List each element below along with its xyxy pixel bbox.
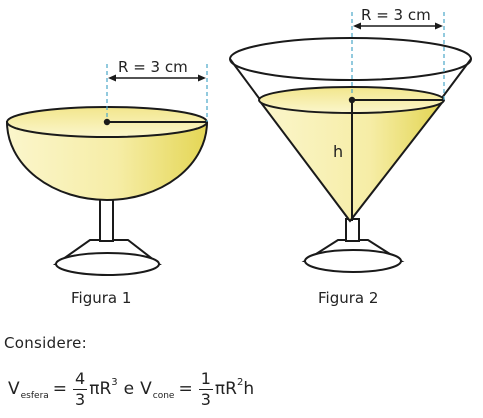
cone-exponent: 2 — [236, 376, 244, 388]
figure1-radius-label: R = 3 cm — [118, 58, 188, 76]
cone-pi-r: πR — [214, 379, 237, 399]
figure2-stem — [345, 218, 360, 242]
cone-numerator: 1 — [198, 368, 213, 390]
figure1-center-point — [103, 118, 111, 126]
cone-denominator: 3 — [200, 389, 211, 409]
figure2-arrowhead-right — [435, 22, 443, 30]
cone-equals: = — [178, 379, 193, 399]
figure1-base-bottom — [55, 252, 160, 276]
connector-e: e — [123, 379, 135, 399]
sphere-denominator: 3 — [75, 389, 86, 409]
sphere-pi-r: πR — [89, 379, 112, 399]
figure1-caption: Figura 1 — [71, 289, 132, 307]
figure1-glass: R = 3 cm — [5, 58, 209, 276]
figure2-height-label: h — [333, 142, 343, 161]
cone-fraction: 1 3 — [198, 368, 213, 409]
diagram: R = 3 cm h R = 3 cm — [5, 6, 472, 276]
sphere-exponent: 3 — [111, 376, 118, 388]
figure2-glass: h R = 3 cm — [229, 6, 472, 273]
figure1-stem — [99, 194, 114, 242]
sphere-fraction: 4 3 — [73, 368, 88, 409]
figure2-caption: Figura 2 — [318, 289, 379, 307]
sphere-volume-symbol: V — [8, 379, 20, 399]
cone-subscript: cone — [152, 391, 175, 401]
sphere-subscript: esfera — [20, 391, 49, 401]
sphere-numerator: 4 — [73, 368, 88, 390]
cone-volume-symbol: V — [140, 379, 152, 399]
figure1-bowl — [5, 121, 209, 201]
figure2-radius-label: R = 3 cm — [361, 6, 431, 24]
sphere-equals: = — [52, 379, 68, 399]
figure1-arrowhead-right — [198, 74, 206, 82]
figure2-center-point — [348, 96, 356, 104]
figure2-arrowhead-left — [353, 22, 361, 30]
figure2-rim — [229, 37, 472, 81]
cone-height-symbol: h — [243, 379, 255, 399]
figure2-cone-edge-left — [258, 99, 351, 222]
figure2-base-bottom — [304, 249, 402, 273]
figure2-cone-edge-right — [349, 99, 445, 222]
figure1-arrowhead-left — [108, 74, 116, 82]
consider-label: Considere: — [4, 334, 88, 352]
